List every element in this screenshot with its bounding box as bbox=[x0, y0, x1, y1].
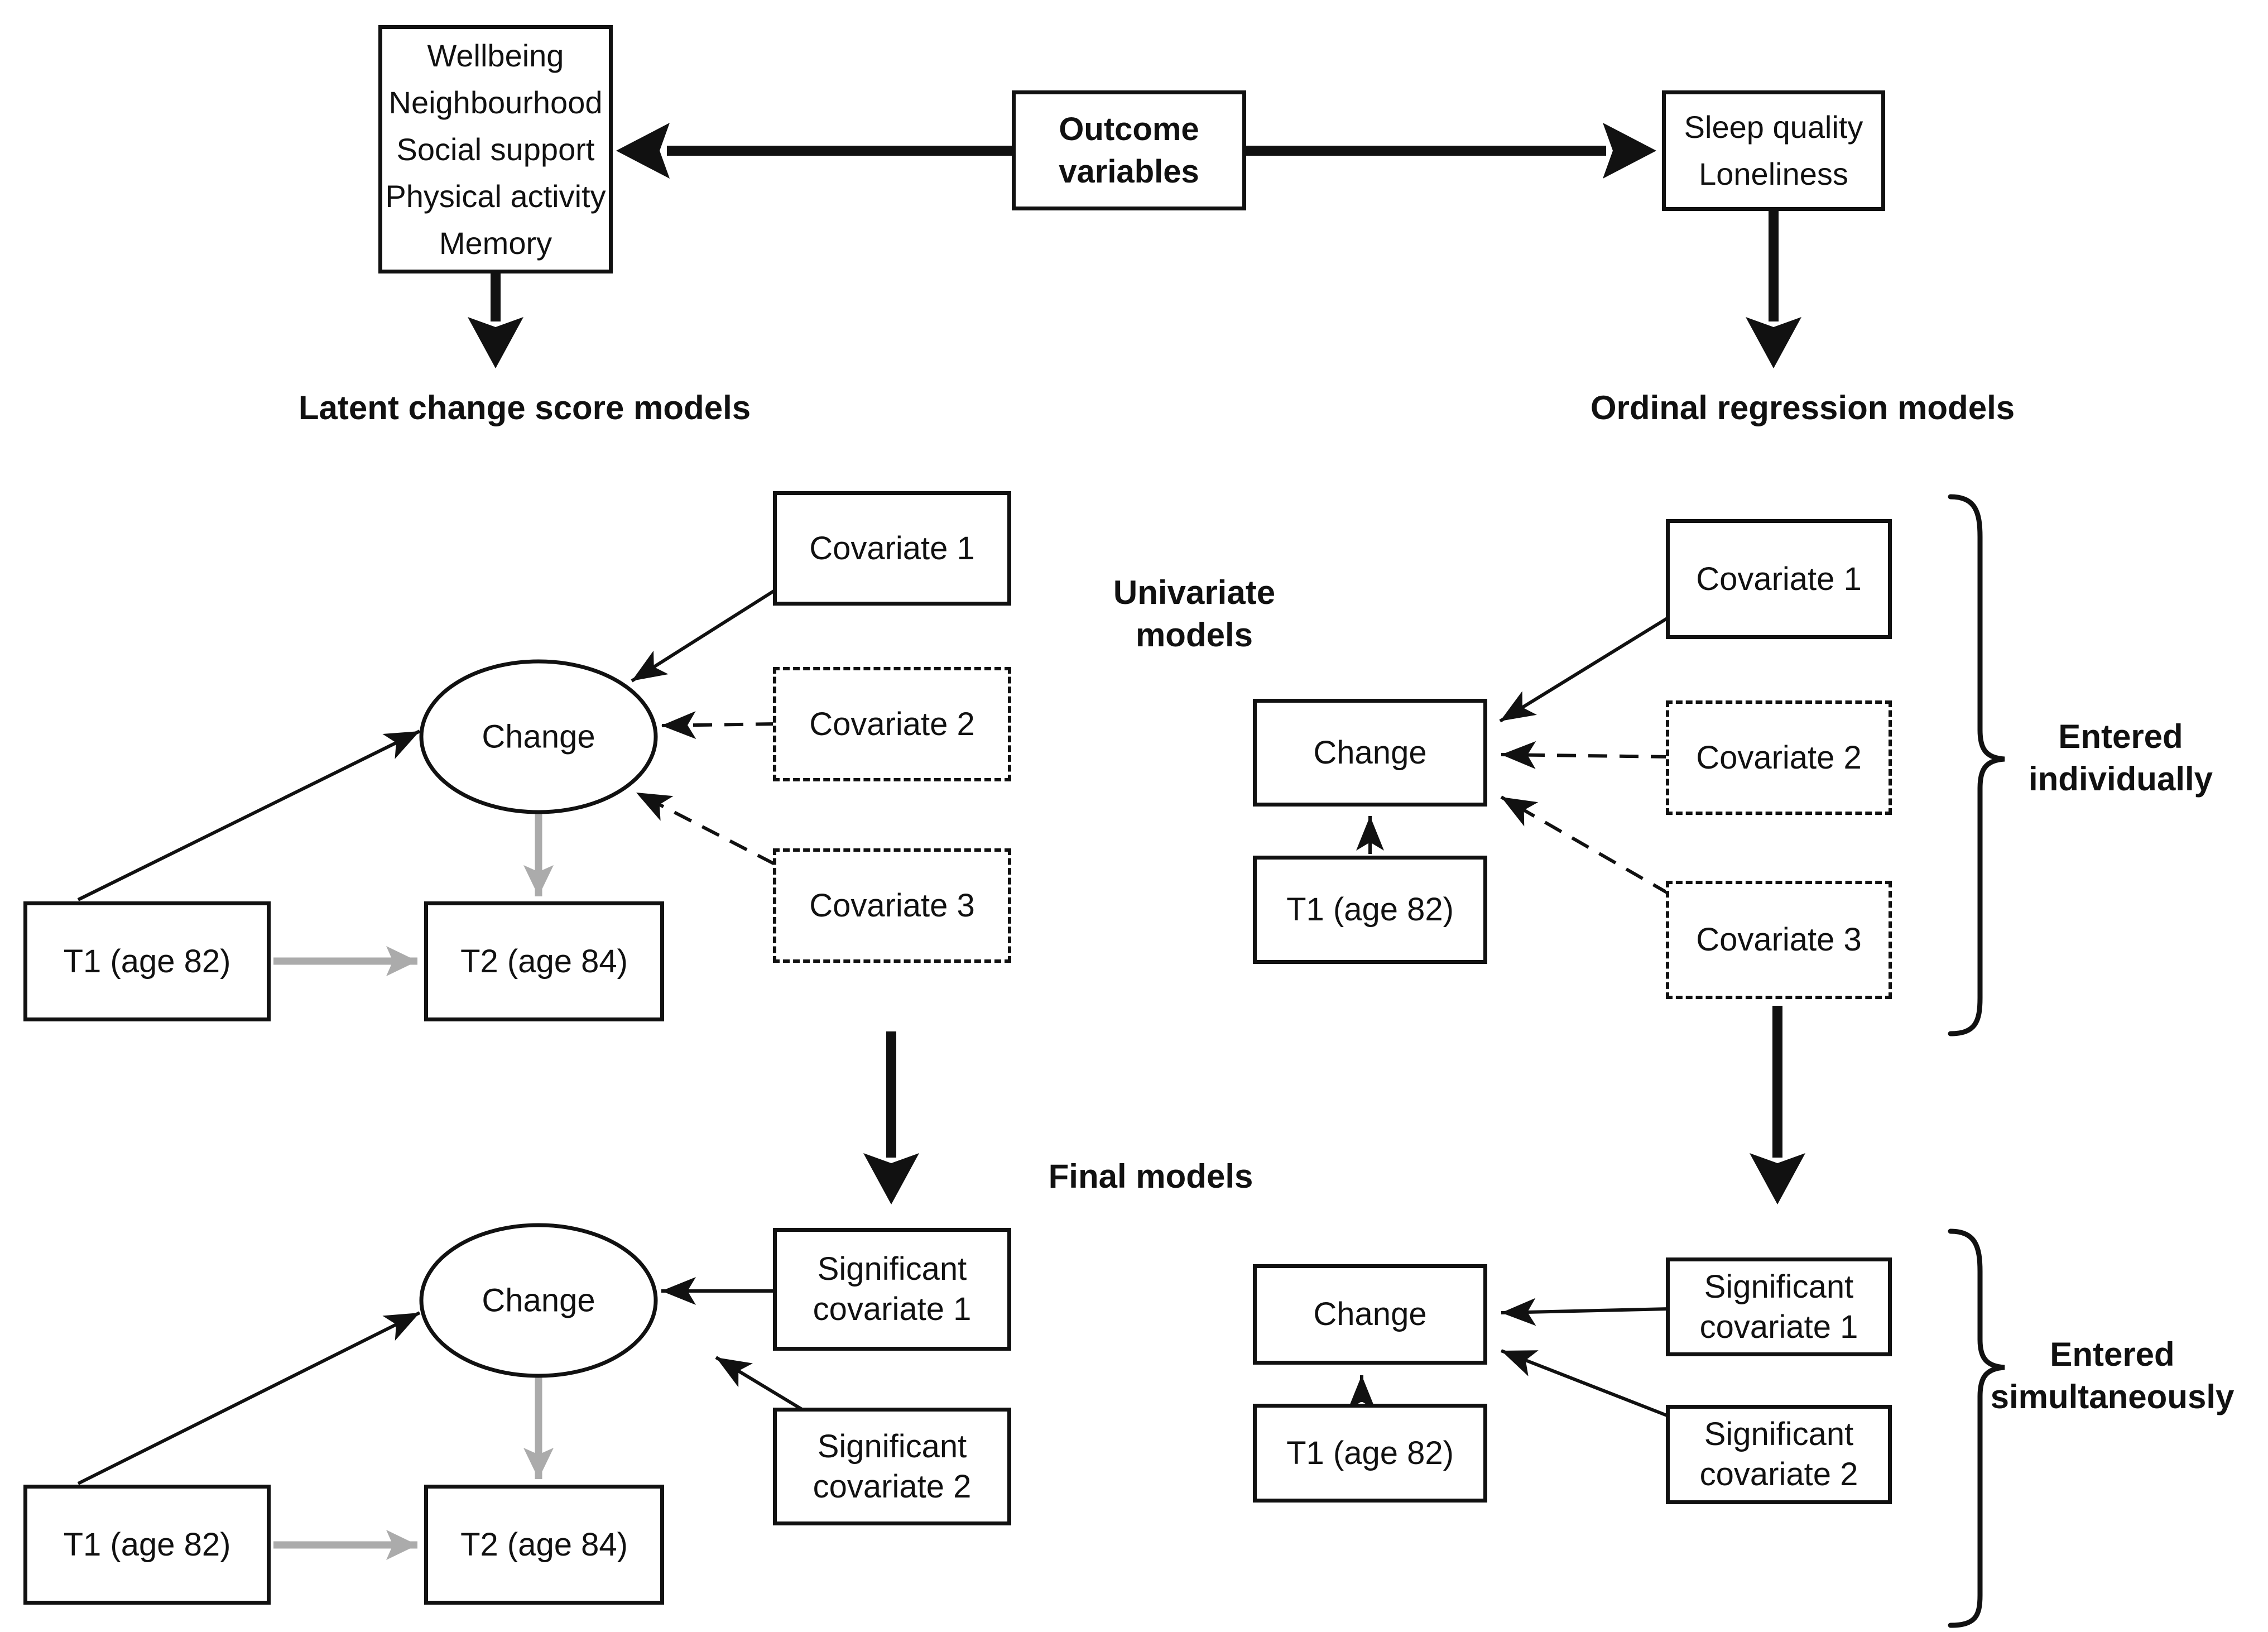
ordfin-sig-covariate1-text: Significant covariate 1 bbox=[1699, 1268, 1858, 1345]
lcsfin-t1-text: T1 (age 82) bbox=[63, 1526, 231, 1563]
brace-entered-individually bbox=[1948, 494, 2005, 1036]
lcsfin-change-ellipse bbox=[419, 1223, 658, 1378]
ordfin-t1-text: T1 (age 82) bbox=[1286, 1434, 1454, 1471]
ordinal-outcome-variables-box: Sleep quality Loneliness bbox=[1662, 90, 1885, 211]
lcsfin-sig-covariate1-box: Significant covariate 1 bbox=[773, 1228, 1011, 1351]
orduni-change-text: Change bbox=[1313, 734, 1427, 771]
ordfin-sig-covariate2-box: Significant covariate 2 bbox=[1666, 1405, 1892, 1504]
outcome-variables-box: Outcome variables bbox=[1012, 90, 1246, 210]
lcsfin-change-label: Change bbox=[482, 1282, 595, 1319]
ordinal-outcome-variables-text: Sleep quality Loneliness bbox=[1684, 109, 1863, 191]
arrow-lcsuni-t1-to-change bbox=[77, 729, 421, 901]
lcsfin-sig-covariate2-box: Significant covariate 2 bbox=[773, 1408, 1011, 1525]
ordfin-change-box: Change bbox=[1253, 1264, 1487, 1365]
entered-simultaneously-label: Entered simultaneously bbox=[1990, 1336, 2235, 1415]
arrow-lcsuni-cov1-to-change bbox=[631, 589, 776, 683]
orduni-covariate2-text: Covariate 2 bbox=[1696, 739, 1862, 776]
arrow-left-univariate-to-final-head bbox=[863, 1153, 919, 1204]
arrow-right-univariate-to-final-head bbox=[1750, 1153, 1805, 1204]
outcome-variables-text: Outcome variables bbox=[1059, 111, 1199, 190]
arrow-ordfin-sigcov2-to-change bbox=[1500, 1349, 1671, 1418]
lcsfin-sig-covariate1-text: Significant covariate 1 bbox=[813, 1251, 972, 1327]
ordfin-t1-box: T1 (age 82) bbox=[1253, 1404, 1487, 1503]
lcsuni-covariate3-text: Covariate 3 bbox=[809, 887, 975, 924]
arrow-orduni-cov2-to-change-dashed bbox=[1501, 741, 1670, 769]
orduni-t1-text: T1 (age 82) bbox=[1286, 891, 1454, 928]
arrow-ordinal-box-down-head bbox=[1746, 317, 1801, 368]
lcsuni-t2-text: T2 (age 84) bbox=[460, 943, 628, 980]
lcsuni-t2-box: T2 (age 84) bbox=[424, 901, 664, 1021]
arrow-lcsfin-t1-to-change bbox=[77, 1311, 421, 1485]
orduni-covariate3-text: Covariate 3 bbox=[1696, 921, 1862, 958]
lcsuni-covariate2-box: Covariate 2 bbox=[773, 667, 1011, 781]
lcs-outcome-variables-text: Wellbeing Neighbourhood Social support P… bbox=[385, 37, 606, 261]
orduni-t1-box: T1 (age 82) bbox=[1253, 856, 1487, 964]
arrow-outcome-to-lcs-head bbox=[616, 123, 670, 179]
lcsuni-t1-text: T1 (age 82) bbox=[63, 943, 231, 980]
lcsuni-t1-box: T1 (age 82) bbox=[23, 901, 271, 1021]
lcsuni-covariate1-text: Covariate 1 bbox=[809, 530, 975, 567]
orduni-covariate2-box: Covariate 2 bbox=[1666, 700, 1892, 815]
ordinal-models-label: Ordinal regression models bbox=[1590, 389, 2015, 426]
lcsuni-covariate2-text: Covariate 2 bbox=[809, 705, 975, 742]
lcsuni-change-ellipse bbox=[419, 659, 658, 814]
lcs-outcome-variables-box: Wellbeing Neighbourhood Social support P… bbox=[378, 25, 613, 273]
arrow-lcsuni-cov2-to-change-dashed bbox=[661, 711, 775, 740]
ordfin-sig-covariate2-text: Significant covariate 2 bbox=[1699, 1416, 1858, 1492]
lcs-models-label: Latent change score models bbox=[298, 389, 751, 426]
ordfin-change-text: Change bbox=[1313, 1296, 1427, 1332]
lcsuni-covariate1-box: Covariate 1 bbox=[773, 491, 1011, 606]
lcsuni-change-label: Change bbox=[482, 718, 595, 755]
arrow-ordfin-sigcov1-to-change bbox=[1501, 1298, 1670, 1326]
lcsfin-sig-covariate2-text: Significant covariate 2 bbox=[813, 1428, 972, 1505]
arrow-lcsuni-cov3-to-change-dashed bbox=[635, 791, 776, 866]
orduni-covariate1-text: Covariate 1 bbox=[1696, 560, 1862, 597]
arrow-orduni-cov1-to-change bbox=[1499, 615, 1671, 723]
arrow-orduni-cov3-to-change-dashed bbox=[1500, 795, 1671, 896]
orduni-covariate3-box: Covariate 3 bbox=[1666, 881, 1892, 999]
arrow-outcome-to-ordinal-head bbox=[1603, 123, 1656, 179]
univariate-models-label: Univariate models bbox=[1113, 574, 1276, 654]
orduni-covariate1-box: Covariate 1 bbox=[1666, 519, 1892, 639]
lcsfin-t2-box: T2 (age 84) bbox=[424, 1485, 664, 1605]
orduni-change-box: Change bbox=[1253, 699, 1487, 807]
lcsfin-t1-box: T1 (age 82) bbox=[23, 1485, 271, 1605]
lcsfin-t2-text: T2 (age 84) bbox=[460, 1526, 628, 1563]
lcsuni-covariate3-box: Covariate 3 bbox=[773, 848, 1011, 963]
final-models-label: Final models bbox=[1048, 1158, 1253, 1195]
ordfin-sig-covariate1-box: Significant covariate 1 bbox=[1666, 1257, 1892, 1356]
entered-individually-label: Entered individually bbox=[2028, 718, 2213, 798]
brace-entered-simultaneously bbox=[1948, 1228, 2005, 1628]
arrow-lcs-box-down-head bbox=[468, 317, 523, 368]
